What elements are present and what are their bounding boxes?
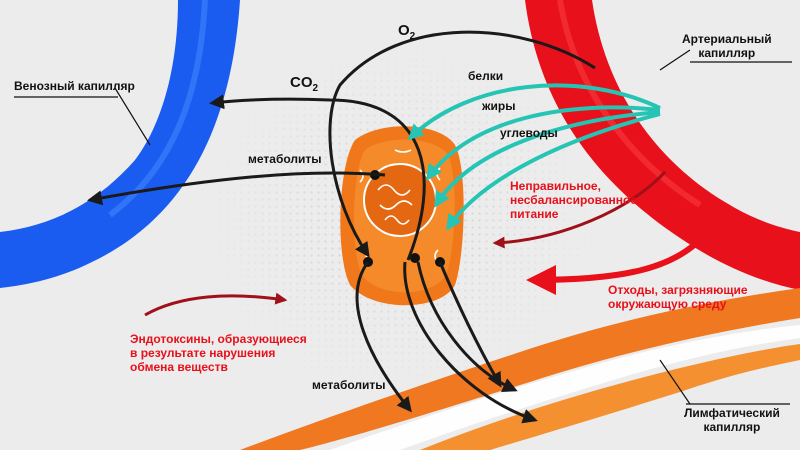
bad-nutrition-label: Неправильное, несбалансированное питание	[510, 179, 637, 221]
lymphatic-capillary-label: Лимфатический капилляр	[684, 406, 780, 434]
waste-label: Отходы, загрязняющие окружающую среду	[608, 283, 748, 311]
metabolites-top-label: метаболиты	[248, 152, 322, 166]
venous-leader-line	[115, 88, 150, 145]
endotoxins-label: Эндотоксины, образующиеся в результате н…	[130, 332, 307, 374]
fats-label: жиры	[482, 99, 515, 113]
arterial-capillary-label: Артериальный капилляр	[682, 32, 772, 60]
co2-label: CO2	[290, 74, 318, 94]
carbs-label: углеводы	[500, 126, 558, 140]
o2-label: O2	[398, 22, 415, 42]
metabolites-bottom-label: метаболиты	[312, 378, 386, 392]
venous-capillary-label: Венозный капилляр	[14, 79, 135, 93]
proteins-label: белки	[468, 69, 503, 83]
